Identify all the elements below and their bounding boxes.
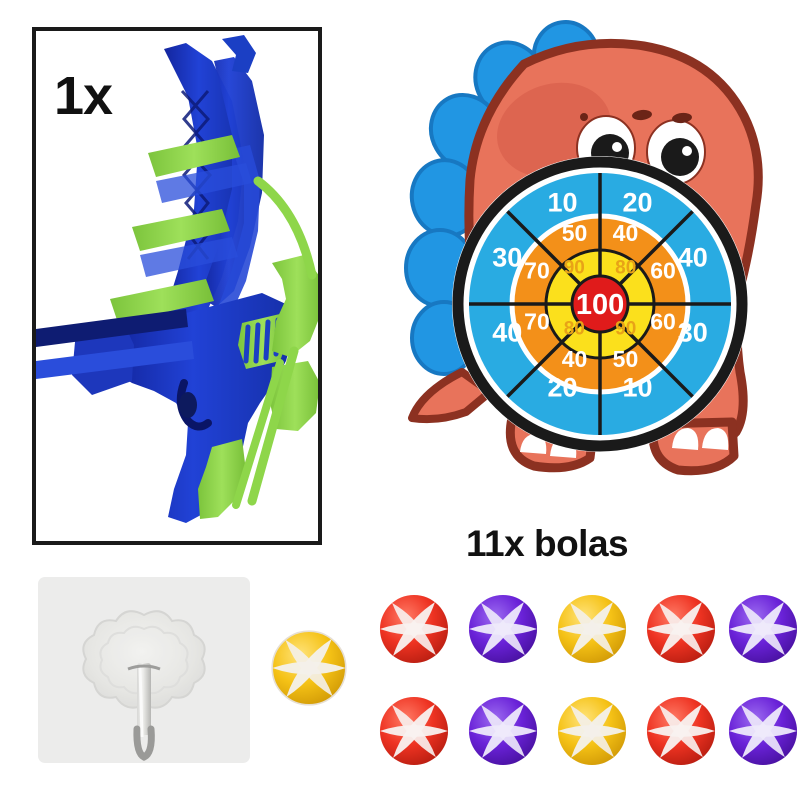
dart-shaft — [36, 309, 188, 347]
bow-rail — [216, 145, 260, 317]
inner-ring-labels: 90 80 80 90 — [564, 257, 637, 339]
ball-single — [271, 630, 347, 706]
wall-hook-photo — [38, 577, 250, 763]
limb-tip-hook — [222, 35, 256, 73]
outer-label-7: 30 — [678, 317, 708, 347]
dartboard-face[interactable]: 100 10 20 40 30 20 10 40 30 50 40 60 70 … — [452, 156, 748, 452]
middle-label-7: 60 — [650, 308, 676, 334]
middle-label-3: 70 — [524, 258, 550, 284]
board-rim — [452, 156, 748, 452]
ball-top-5 — [728, 594, 798, 664]
crossbow-panel: 1x — [32, 27, 322, 545]
ball-bottom-4 — [646, 696, 716, 766]
brow-2 — [672, 112, 692, 124]
bolas-quantity-label: 11x bolas — [466, 523, 629, 564]
ball-bottom-1 — [379, 696, 449, 766]
balls-group — [265, 580, 800, 780]
middle-label-0: 50 — [562, 220, 588, 246]
fore-rail — [36, 341, 194, 379]
trigger[interactable] — [179, 392, 197, 418]
eye-right-pupil — [661, 138, 699, 176]
inner-label-1: 80 — [615, 257, 636, 278]
outer-label-6: 40 — [492, 317, 522, 347]
middle-label-1: 40 — [613, 220, 639, 246]
bullseye[interactable] — [570, 274, 630, 334]
ball-top-4 — [646, 594, 716, 664]
hook-curve — [133, 725, 155, 761]
ball-bottom-3 — [557, 696, 627, 766]
ball-top-2 — [468, 594, 538, 664]
inner-label-0: 90 — [564, 257, 585, 278]
brow-1 — [632, 109, 652, 121]
crossbow-quantity-label: 1x — [54, 66, 113, 126]
claw-4 — [702, 428, 729, 450]
eye-right-glint — [682, 146, 692, 156]
outer-label-0: 10 — [548, 187, 578, 217]
dinosaur-dartboard: 100 10 20 40 30 20 10 40 30 50 40 60 70 … — [404, 20, 763, 476]
bullseye-value: 100 — [576, 289, 624, 321]
freckle-1 — [580, 113, 588, 121]
limb-band-lower — [110, 279, 214, 323]
bow-cam-upper — [272, 255, 318, 357]
hook-anchor — [127, 664, 161, 671]
limb-clamp-lower — [140, 237, 238, 277]
outer-label-4: 20 — [548, 373, 578, 403]
outer-label-1: 20 — [622, 187, 652, 217]
ball-top-1 — [379, 594, 449, 664]
outer-label-3: 30 — [492, 243, 522, 273]
claw-3 — [672, 428, 699, 450]
middle-label-5: 50 — [613, 346, 639, 372]
crossbow-illustration — [36, 35, 318, 523]
middle-label-4: 40 — [562, 346, 588, 372]
limb-clamp-upper — [156, 163, 252, 203]
trigger-guard — [176, 379, 212, 431]
ball-bottom-2 — [468, 696, 538, 766]
inner-label-3: 90 — [615, 319, 636, 340]
outer-ring-labels: 10 20 40 30 20 10 40 30 — [492, 187, 707, 402]
ball-bottom-5 — [728, 696, 798, 766]
outer-label-5: 10 — [622, 373, 652, 403]
hook-highlight — [138, 666, 144, 738]
outer-label-2: 40 — [678, 243, 708, 273]
bowstring-lower — [232, 359, 284, 509]
middle-label-6: 70 — [524, 308, 550, 334]
limb-band-upper — [148, 135, 240, 177]
bowstring-mid — [247, 346, 299, 506]
eye-left-glint — [612, 142, 622, 152]
ball-top-3 — [557, 594, 627, 664]
middle-ring-labels: 50 40 60 70 40 50 70 60 — [524, 220, 676, 372]
dino-tail — [408, 368, 494, 424]
limb-band-middle — [132, 209, 230, 251]
middle-label-2: 60 — [650, 258, 676, 284]
inner-label-2: 80 — [564, 319, 585, 340]
bowstring-upper — [253, 176, 317, 280]
